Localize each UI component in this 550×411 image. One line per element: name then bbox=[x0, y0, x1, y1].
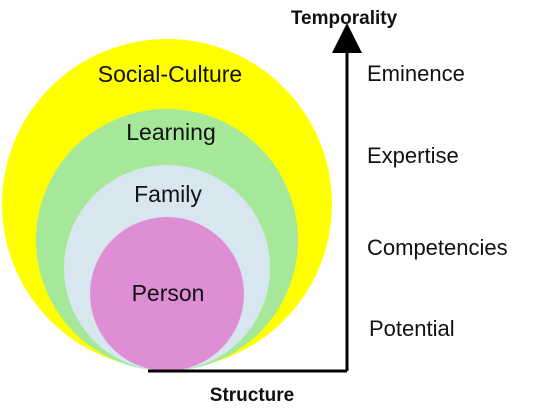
person-label: Person bbox=[132, 280, 205, 306]
stage-label: Competencies bbox=[367, 235, 508, 260]
social-culture-label: Social-Culture bbox=[98, 61, 242, 87]
temporality-axis-title: Temporality bbox=[291, 8, 398, 29]
stage-label: Potential bbox=[369, 316, 455, 341]
learning-label: Learning bbox=[126, 119, 216, 145]
structure-axis-title: Structure bbox=[210, 385, 294, 406]
family-label: Family bbox=[134, 181, 202, 207]
stage-label: Eminence bbox=[367, 61, 465, 86]
person-circle bbox=[90, 217, 244, 371]
stage-label: Expertise bbox=[367, 143, 459, 168]
